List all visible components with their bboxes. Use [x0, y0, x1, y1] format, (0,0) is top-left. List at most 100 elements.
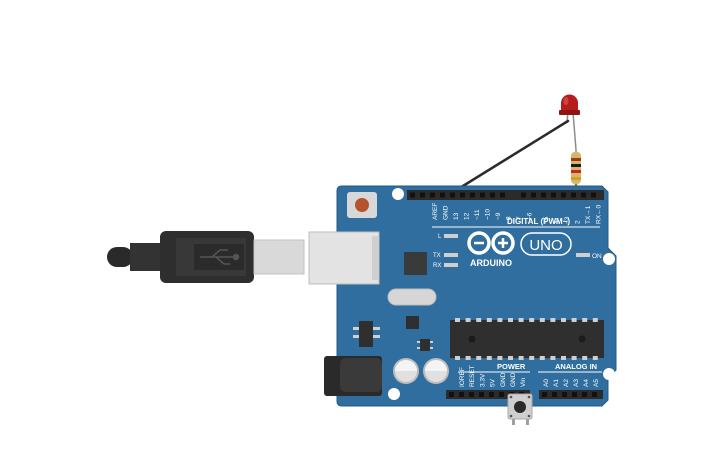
voltage-regulator [353, 321, 380, 347]
digital-pin-label: AREF [432, 203, 439, 220]
power-pin-label: GND [500, 372, 507, 387]
digital-pin-label: 12 [464, 212, 471, 220]
digital-header[interactable] [407, 190, 604, 200]
chip-pin [486, 356, 492, 360]
reset-button[interactable] [347, 192, 377, 218]
analog-label: ANALOG IN [555, 362, 597, 371]
digital-pin-hole[interactable] [571, 192, 576, 198]
chip-pin [539, 356, 545, 360]
chip-pin [497, 318, 503, 322]
chip-pin [465, 318, 471, 322]
uno-badge: UNO [520, 232, 572, 256]
digital-pin-hole[interactable] [551, 192, 556, 198]
chip-pin [529, 318, 535, 322]
chip-pin [497, 356, 503, 360]
digital-pin-hole[interactable] [430, 192, 435, 198]
crystal [387, 288, 437, 306]
on-led-label: ON [592, 253, 602, 260]
analog-pin-label: A3 [573, 379, 580, 387]
chip-pin [486, 318, 492, 322]
wires[interactable] [444, 119, 578, 196]
power-pin-hole[interactable] [499, 392, 504, 397]
digital-pin-hole[interactable] [581, 192, 586, 198]
chip-pin [571, 356, 577, 360]
analog-header[interactable] [539, 390, 603, 399]
analog-pin-hole[interactable] [562, 392, 567, 397]
analog-pin-hole[interactable] [552, 392, 557, 397]
chip-pin [465, 356, 471, 360]
analog-pin-label: A0 [543, 379, 550, 387]
tx-led-label: TX [433, 253, 441, 259]
analog-pin-hole[interactable] [582, 392, 587, 397]
digital-pin-hole[interactable] [410, 192, 415, 198]
digital-pin-hole[interactable] [440, 192, 445, 198]
small-chip [406, 316, 419, 329]
usb-chip [404, 252, 427, 275]
chip-pin [582, 318, 588, 322]
power-pin-label: Vin [520, 377, 527, 387]
chip-pin [550, 356, 556, 360]
pushbutton[interactable] [507, 393, 533, 425]
digital-pin-hole[interactable] [460, 192, 465, 198]
digital-pin-label: 13 [453, 212, 460, 220]
chip-pin [455, 356, 460, 360]
digital-pin-label: 7 [516, 216, 523, 220]
analog-pin-label: A2 [563, 379, 570, 387]
chip-pin [455, 318, 460, 322]
power-pin-hole[interactable] [469, 392, 474, 397]
power-pin-hole[interactable] [449, 392, 454, 397]
digital-pin-label: GND [443, 205, 450, 220]
chip-pin [518, 318, 524, 322]
digital-pin-hole[interactable] [490, 192, 495, 198]
chip-pin [508, 318, 513, 322]
digital-pin-label: 4 [554, 220, 561, 224]
power-pin-label: 5V [490, 378, 497, 387]
digital-pin-hole[interactable] [591, 192, 596, 198]
power-pin-label: GND [510, 372, 517, 387]
power-pin-label: RESET [469, 365, 476, 387]
digital-pin-label: ~6 [527, 212, 534, 220]
digital-pin-hole[interactable] [521, 192, 526, 198]
chip-pin [518, 356, 524, 360]
arduino-logo: ARDUINO [467, 231, 515, 268]
chip-pin [592, 356, 598, 360]
usb-port [308, 231, 380, 285]
capacitor-left [393, 358, 419, 384]
chip-pin [571, 318, 577, 322]
digital-pin-hole[interactable] [470, 192, 475, 198]
small-component [417, 339, 433, 351]
analog-pin-hole[interactable] [572, 392, 577, 397]
analog-pin-hole[interactable] [592, 392, 597, 397]
analog-pin-label: A1 [553, 379, 560, 387]
arduino-logo-text: ARDUINO [470, 258, 512, 268]
red-led[interactable] [559, 94, 580, 151]
digital-pin-hole[interactable] [480, 192, 485, 198]
digital-pin-label: 8 [506, 216, 513, 220]
rx-led-label: RX [433, 263, 441, 269]
usb-cable[interactable] [107, 231, 305, 283]
power-pin-hole[interactable] [489, 392, 494, 397]
analog-pin-label: A4 [583, 379, 590, 387]
power-pin-label: 3.3V [479, 373, 486, 387]
power-pin-hole[interactable] [459, 392, 464, 397]
digital-pin-hole[interactable] [420, 192, 425, 198]
chip-pin [508, 356, 513, 360]
capacitor-right [423, 358, 449, 384]
chip-pin [561, 318, 566, 322]
analog-pin-hole[interactable] [542, 392, 547, 397]
digital-pin-hole[interactable] [561, 192, 566, 198]
digital-pin-label: ~9 [495, 212, 502, 220]
power-pin-label: IOREF [459, 367, 466, 387]
usb-icon [200, 249, 240, 265]
digital-pin-hole[interactable] [450, 192, 455, 198]
digital-pin-label: ~5 [543, 216, 550, 224]
digital-pin-hole[interactable] [500, 192, 505, 198]
analog-pin-label: A5 [593, 379, 600, 387]
digital-pin-hole[interactable] [531, 192, 536, 198]
digital-pin-hole[interactable] [541, 192, 546, 198]
power-pin-hole[interactable] [479, 392, 484, 397]
